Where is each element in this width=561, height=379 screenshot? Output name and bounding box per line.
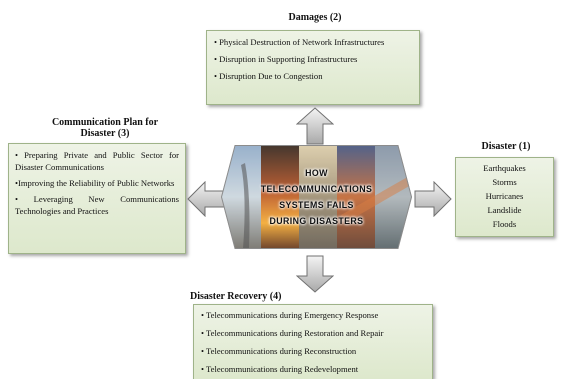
list-item: •Improving the Reliability of Public Net… [15, 178, 175, 188]
list-item: • Telecommunications during Reconstructi… [201, 346, 357, 356]
list-item: • Preparing Private and Public Sector fo… [15, 150, 179, 172]
list-item: • Telecommunications during Restoration … [201, 328, 384, 338]
disaster-collage-image [221, 145, 412, 249]
disaster-title: Disaster (1) [481, 141, 531, 152]
arrow-right-icon [414, 181, 452, 217]
recovery-box: • Telecommunications during Emergency Re… [193, 304, 433, 379]
list-item: • Telecommunications during Redevelopmen… [201, 364, 359, 374]
center-line: TELECOMMUNICATIONS [260, 184, 373, 194]
list-item: Hurricanes [485, 191, 524, 201]
arrow-down-icon [296, 255, 334, 293]
plan-title-line1: Communication Plan for [51, 117, 159, 128]
plan-title: Communication Plan for Disaster (3) [30, 117, 180, 139]
list-item: Storms [492, 177, 517, 187]
center-caption: HOW TELECOMMUNICATIONS SYSTEMS FAILS DUR… [221, 145, 412, 249]
list-item: Landslide [487, 205, 522, 215]
list-item: Floods [492, 219, 517, 229]
list-item: • Leveraging New Communications Technolo… [15, 194, 179, 216]
plan-box: • Preparing Private and Public Sector fo… [8, 143, 186, 254]
center-line: SYSTEMS FAILS [279, 200, 354, 210]
center-line: HOW [305, 168, 328, 178]
disaster-box: Earthquakes Storms Hurricanes Landslide … [455, 157, 554, 237]
center-line: DURING DISASTERS [269, 216, 364, 226]
list-item: • Disruption in Supporting Infrastructur… [214, 54, 358, 64]
list-item: • Telecommunications during Emergency Re… [201, 310, 379, 320]
recovery-title: Disaster Recovery (4) [190, 291, 282, 302]
plan-title-line2: Disaster (3) [80, 128, 130, 139]
arrow-left-icon [187, 181, 225, 217]
arrow-up-icon [296, 107, 334, 145]
list-item: • Physical Destruction of Network Infras… [214, 37, 385, 47]
damages-title: Damages (2) [288, 12, 342, 23]
list-item: Earthquakes [483, 163, 526, 173]
damages-box: • Physical Destruction of Network Infras… [206, 30, 420, 105]
list-item: • Disruption Due to Congestion [214, 71, 323, 81]
